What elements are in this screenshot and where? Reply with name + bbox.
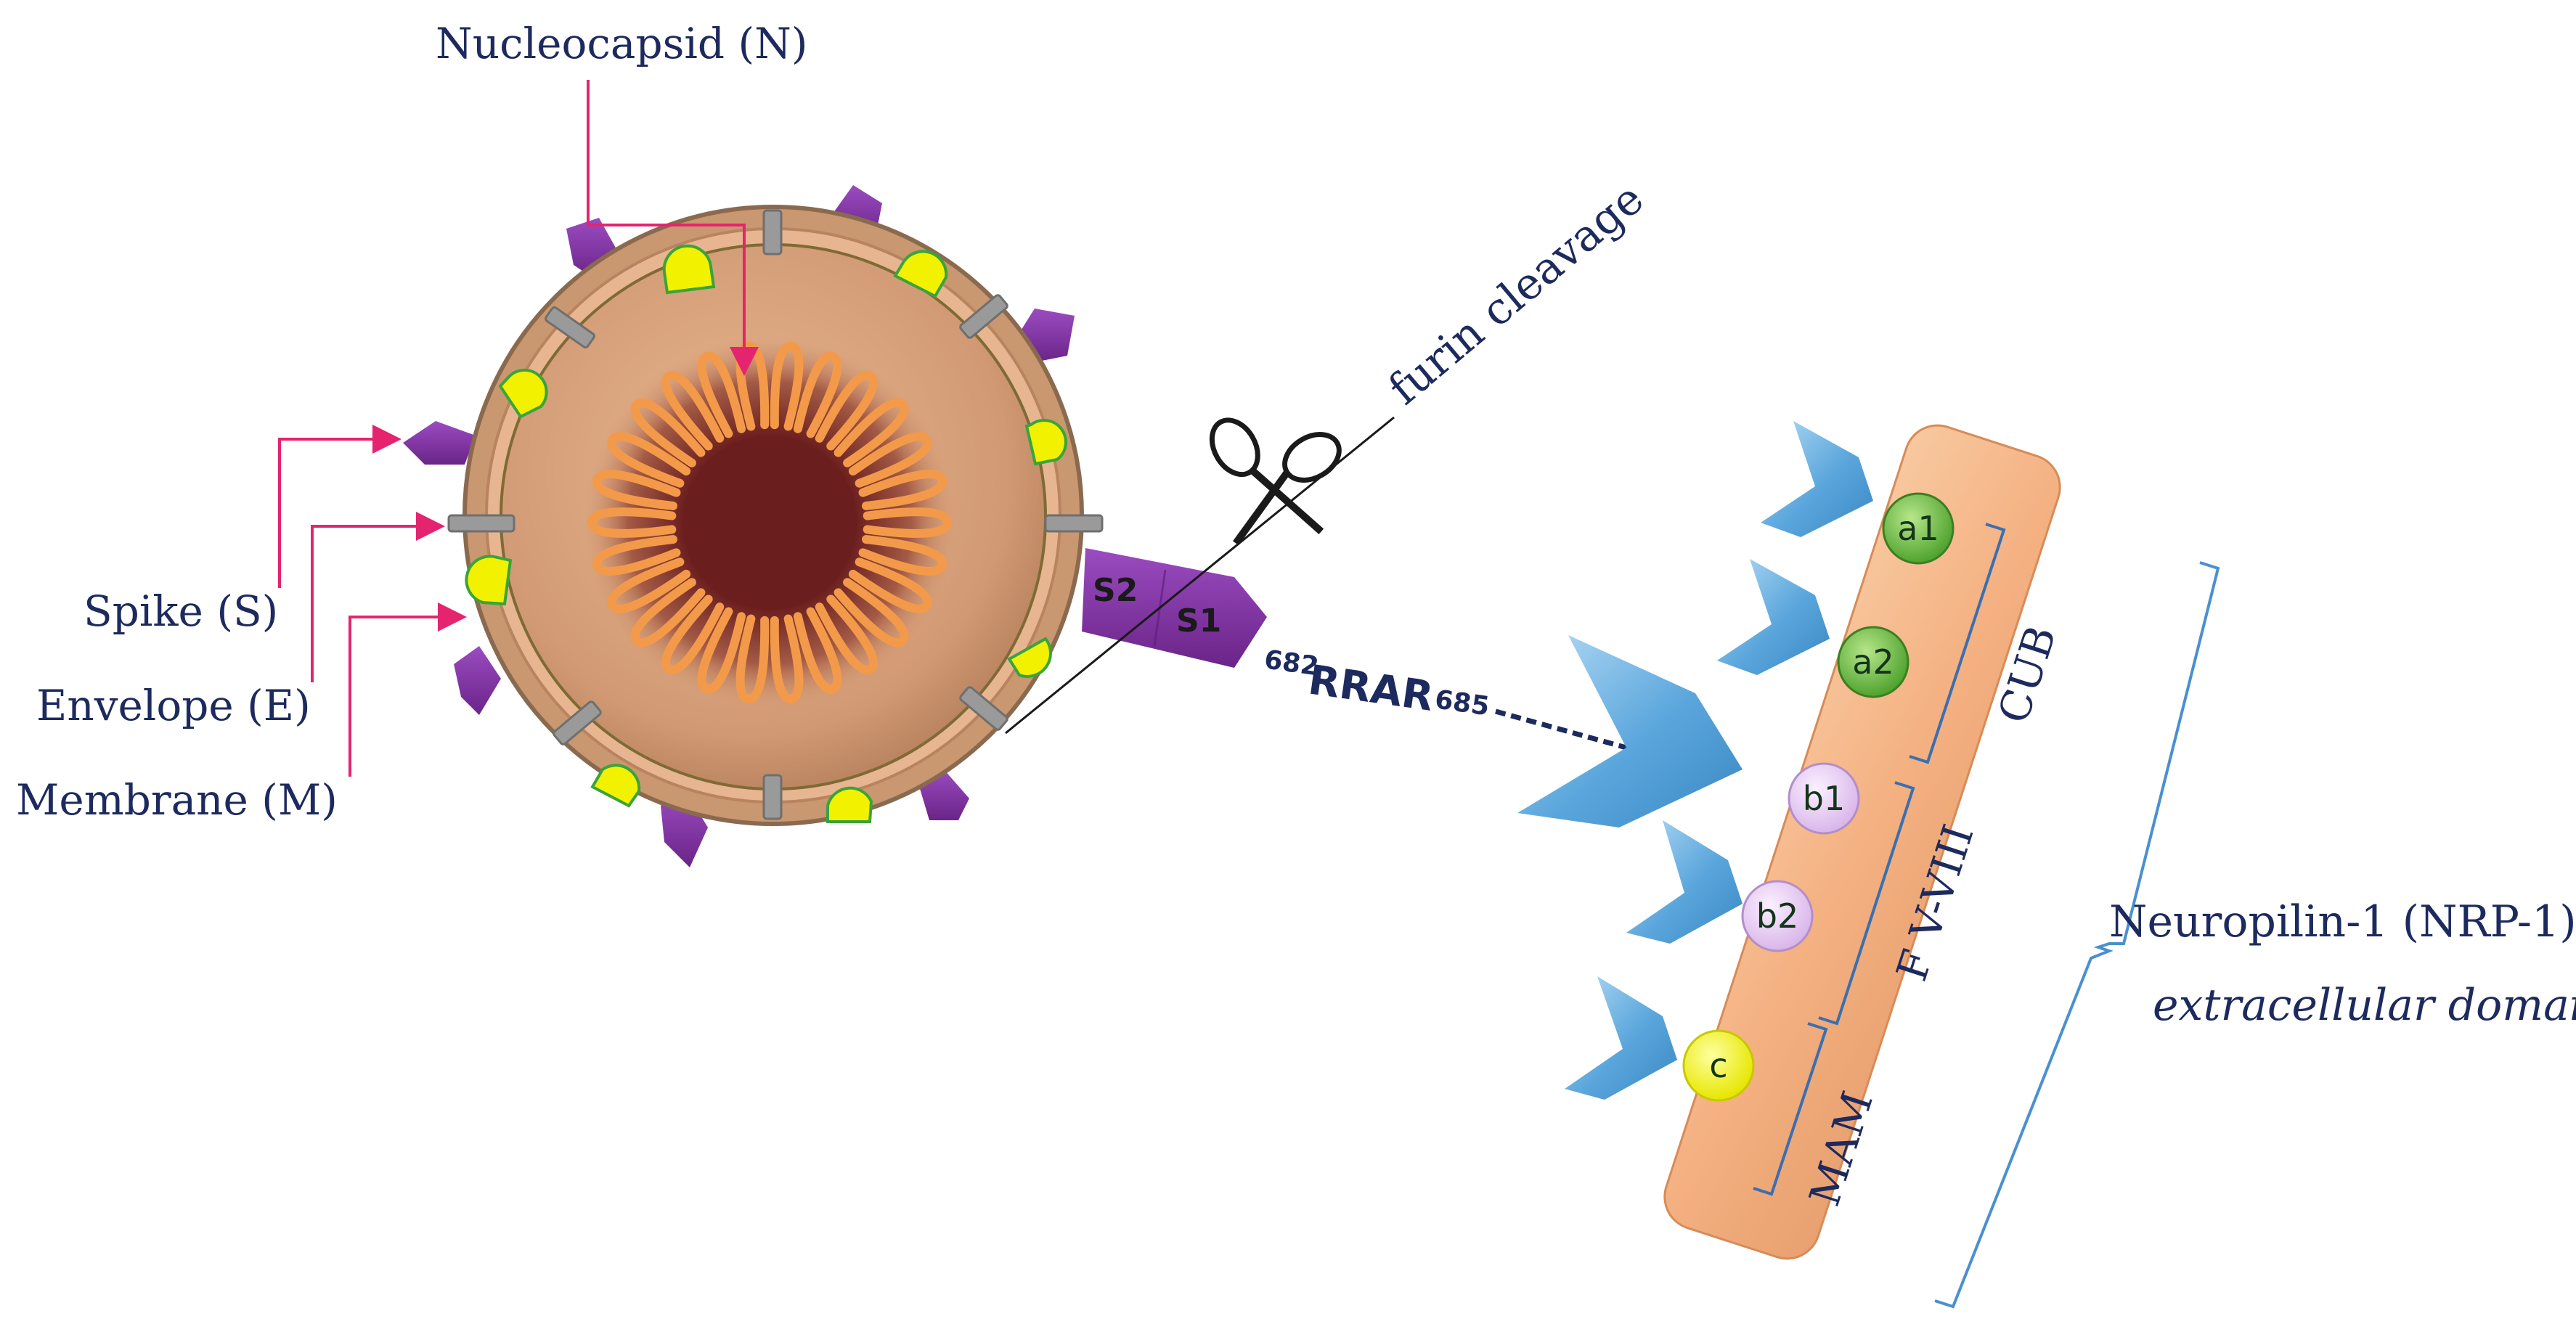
- envelope-protein: [498, 368, 548, 419]
- rrar-sequence: RRAR: [1305, 656, 1436, 720]
- nucleocapsid-loop: [697, 607, 746, 694]
- envelope-protein: [662, 244, 716, 295]
- nucleocapsid-label: Nucleocapsid (N): [436, 19, 807, 68]
- nucleocapsid-loop: [848, 557, 932, 613]
- nucleocapsid-loop: [592, 470, 681, 510]
- nucleocapsid-loop: [770, 614, 804, 704]
- nucleocapsid-loop: [815, 371, 878, 451]
- nrp1-receptor: a1 a2 b1 b2 c CUB F V-VIII MAM: [1517, 421, 2066, 1260]
- nucleocapsid-loop: [833, 578, 909, 647]
- nucleocapsid-loop: [815, 594, 878, 674]
- cub-bracket: [1909, 523, 2006, 764]
- spike-protein: [454, 646, 501, 715]
- envelope-protein: [826, 786, 873, 823]
- membrane-protein: [762, 774, 783, 820]
- membrane-arrow: [349, 602, 467, 777]
- fv-viii-bracket: [1818, 781, 1915, 1026]
- membrane-protein: [1044, 514, 1104, 533]
- svg-text:c: c: [1709, 1046, 1727, 1085]
- mam-bracket: [1753, 1022, 1828, 1196]
- svg-text:a2: a2: [1852, 642, 1894, 682]
- nucleocapsid-loop: [793, 351, 842, 438]
- nucleocapsid-loop: [735, 614, 770, 704]
- nucleocapsid-loop: [833, 398, 909, 467]
- membrane-protein: [545, 306, 595, 349]
- domain-b2: b2: [1741, 880, 1814, 952]
- domain-b1: b1: [1788, 762, 1860, 835]
- nucleocapsid-loop: [793, 607, 842, 694]
- envelope-protein: [465, 555, 513, 606]
- envelope-arrow: [311, 512, 445, 682]
- nucleocapsid-loop: [858, 535, 947, 576]
- envelope-label: Envelope (E): [36, 681, 311, 730]
- svg-text:a1: a1: [1897, 509, 1939, 548]
- membrane-protein: [762, 209, 783, 256]
- svg-text:b2: b2: [1756, 896, 1798, 936]
- rrar-end-number: 685: [1433, 685, 1491, 722]
- rrar-motif: 682 RRAR 685: [1263, 645, 1491, 722]
- s2-label: S2: [1093, 572, 1138, 609]
- nucleocapsid-loop: [630, 578, 706, 647]
- membrane-protein: [553, 700, 602, 745]
- spike-arrow: [278, 425, 402, 588]
- svg-text:b1: b1: [1803, 779, 1845, 818]
- nrp1-rod: [1663, 424, 2061, 1260]
- nucleocapsid-loop: [607, 557, 691, 613]
- envelope-protein: [893, 250, 948, 298]
- nucleocapsid-loop: [858, 470, 947, 510]
- membrane-protein: [447, 514, 515, 533]
- envelope-proteins: [465, 244, 1067, 823]
- nucleocapsid-loop: [587, 507, 677, 538]
- ligand-chevron: [1565, 976, 1677, 1100]
- nucleocapsid-loop: [863, 507, 953, 538]
- envelope-protein: [590, 764, 641, 808]
- spike-label: Spike (S): [83, 587, 278, 636]
- nucleocapsid-loop: [697, 351, 746, 438]
- membrane-protein: [959, 686, 1008, 731]
- extracellular-domain-label: extracellular domain: [2153, 980, 2576, 1031]
- ligand-chevron: [1717, 559, 1830, 675]
- nucleocapsid-arrow: [587, 80, 759, 376]
- scissors-icon: [1209, 417, 1342, 546]
- domain-a2: a2: [1837, 626, 1909, 698]
- nucleocapsid-loop: [661, 594, 725, 674]
- ligand-chevrons: [1517, 421, 1873, 1100]
- spike-s1-s2: S2 S1: [1082, 548, 1267, 668]
- nrp1-label: Neuropilin-1 (NRP-1): [2109, 896, 2576, 947]
- ligand-chevron: [1517, 635, 1743, 828]
- envelope-protein: [1024, 419, 1067, 466]
- membrane-protein: [959, 294, 1008, 339]
- membrane-label: Membrane (M): [16, 775, 338, 825]
- domain-a1: a1: [1882, 492, 1955, 565]
- virion: [403, 185, 1104, 867]
- ligand-chevron: [1761, 421, 1873, 537]
- spike-protein: [403, 421, 476, 465]
- nucleocapsid-loop: [770, 341, 804, 431]
- nucleocapsid-loop: [735, 341, 770, 431]
- nucleocapsid-loop: [592, 535, 681, 576]
- extracellular-brace: [1934, 561, 2220, 1309]
- nucleocapsid-core: [581, 334, 958, 711]
- nucleocapsid-loop: [848, 432, 932, 488]
- membrane-proteins: [447, 209, 1104, 820]
- s1-label: S1: [1176, 602, 1221, 639]
- nucleocapsid-loop: [607, 432, 691, 488]
- nucleocapsid-loop: [661, 371, 725, 451]
- ligand-chevron: [1626, 820, 1743, 944]
- nucleocapsid-loop: [630, 398, 706, 467]
- furin-cleavage-label: furin cleavage: [1379, 173, 1654, 415]
- domain-c: c: [1682, 1029, 1755, 1102]
- envelope-protein: [1007, 637, 1052, 678]
